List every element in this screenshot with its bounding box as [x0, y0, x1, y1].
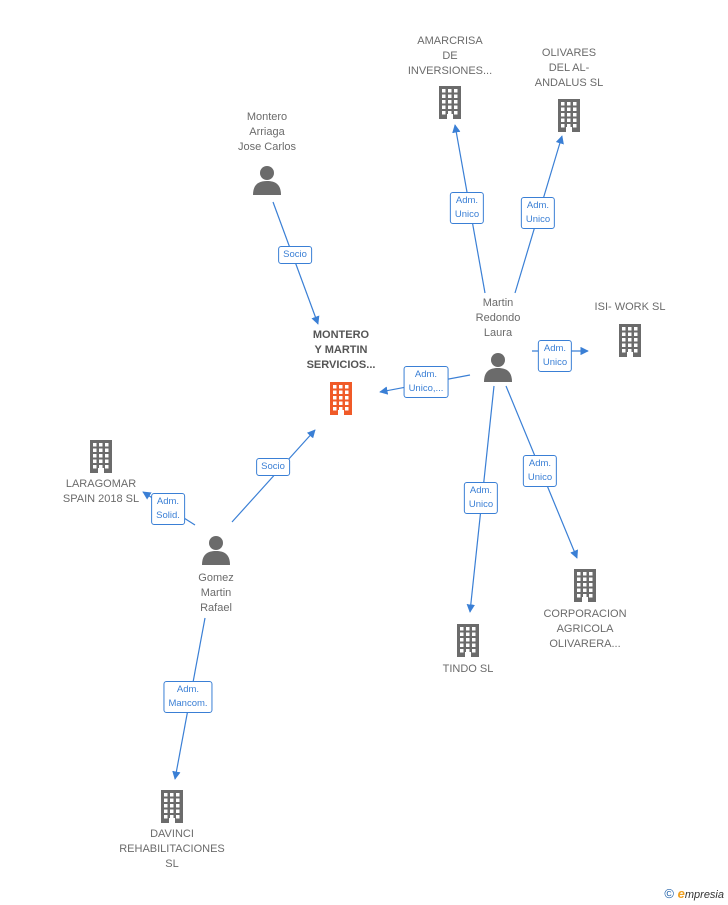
copyright-symbol: © [664, 886, 675, 901]
node-label-gomez[interactable]: Gomez Martin Rafael [198, 572, 234, 614]
building-icon-amarcrisa[interactable] [434, 85, 466, 119]
edge-label-gomez-to-laragomar[interactable]: Adm. Solid. [151, 493, 185, 525]
empresia-logo[interactable]: © empresia [664, 886, 724, 901]
edge-label-gomez-to-main[interactable]: Socio [256, 458, 290, 476]
edge-label-martin-to-isi[interactable]: Adm. Unico [537, 340, 573, 372]
node-label-main[interactable]: MONTERO Y MARTIN SERVICIOS... [306, 329, 376, 371]
node-label-amarcrisa[interactable]: AMARCRISA DE INVERSIONES... [407, 35, 493, 77]
edge-label-martin-to-amarcrisa[interactable]: Adm. Unico [449, 192, 485, 224]
building-icon-olivares[interactable] [553, 98, 585, 132]
node-label-olivares[interactable]: OLIVARES DEL AL- ANDALUS SL [534, 47, 604, 89]
building-icon-isi[interactable] [614, 323, 646, 357]
building-icon-davinci[interactable] [156, 789, 188, 823]
edge-label-martin-to-main[interactable]: Adm. Unico,... [403, 366, 449, 398]
person-icon-gomez[interactable] [201, 535, 231, 565]
edge-label-martin-to-corporacion[interactable]: Adm. Unico [522, 455, 558, 487]
edge-label-montero_person-to-main[interactable]: Socio [278, 246, 312, 264]
node-label-laragomar[interactable]: LARAGOMAR SPAIN 2018 SL [62, 478, 140, 505]
node-label-martin[interactable]: Martin Redondo Laura [475, 297, 521, 339]
edge-label-martin-to-tindo[interactable]: Adm. Unico [463, 482, 499, 514]
node-label-corporacion[interactable]: CORPORACION AGRICOLA OLIVARERA... [543, 608, 627, 650]
edge-gomez-to-main [231, 429, 316, 523]
building-icon-laragomar[interactable] [85, 439, 117, 473]
node-label-montero_person[interactable]: Montero Arriaga Jose Carlos [237, 111, 297, 153]
building-icon-main[interactable] [325, 381, 357, 415]
person-icon-montero_person[interactable] [252, 165, 282, 195]
edge-label-martin-to-olivares[interactable]: Adm. Unico [520, 197, 556, 229]
edge-label-gomez-to-davinci[interactable]: Adm. Mancom. [163, 681, 213, 713]
node-label-davinci[interactable]: DAVINCI REHABILITACIONES SL [119, 828, 225, 870]
brand-name: mpresia [684, 889, 724, 901]
node-label-isi[interactable]: ISI- WORK SL [594, 301, 666, 313]
person-icon-martin[interactable] [483, 352, 513, 382]
node-label-tindo[interactable]: TINDO SL [442, 663, 494, 675]
building-icon-tindo[interactable] [452, 623, 484, 657]
building-icon-corporacion[interactable] [569, 568, 601, 602]
brand-initial: e [677, 886, 685, 901]
